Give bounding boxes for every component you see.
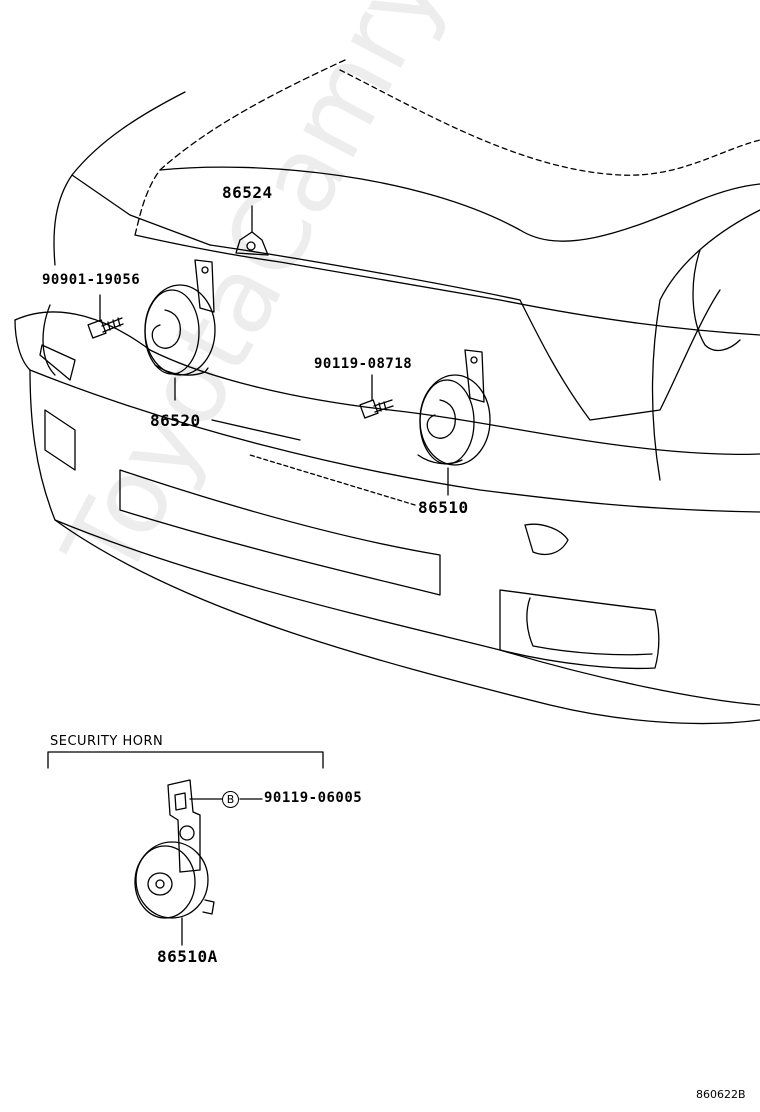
label-86510: 86510 [418, 498, 469, 517]
label-90119-06005: 90119-06005 [264, 790, 363, 806]
circled-b-mark: B [222, 791, 239, 808]
clip-86524 [235, 205, 269, 256]
horn-86510 [417, 349, 491, 496]
horn-86510A [134, 779, 263, 946]
leader-lines [211, 419, 416, 506]
section-title-security-horn: SECURITY HORN [50, 734, 164, 749]
bolt-90119-08718 [359, 374, 394, 419]
car-body-outline [14, 59, 760, 725]
label-86510A: 86510A [157, 947, 218, 966]
bolt-90901-19056 [87, 294, 124, 339]
label-90119-08718: 90119-08718 [314, 356, 413, 372]
label-86524: 86524 [222, 183, 273, 202]
label-90901-19056: 90901-19056 [42, 272, 141, 288]
label-86520: 86520 [150, 411, 201, 430]
security-horn-bracket [47, 751, 324, 769]
diagram-code: 860622B [696, 1088, 746, 1101]
horn-86520 [144, 259, 216, 401]
